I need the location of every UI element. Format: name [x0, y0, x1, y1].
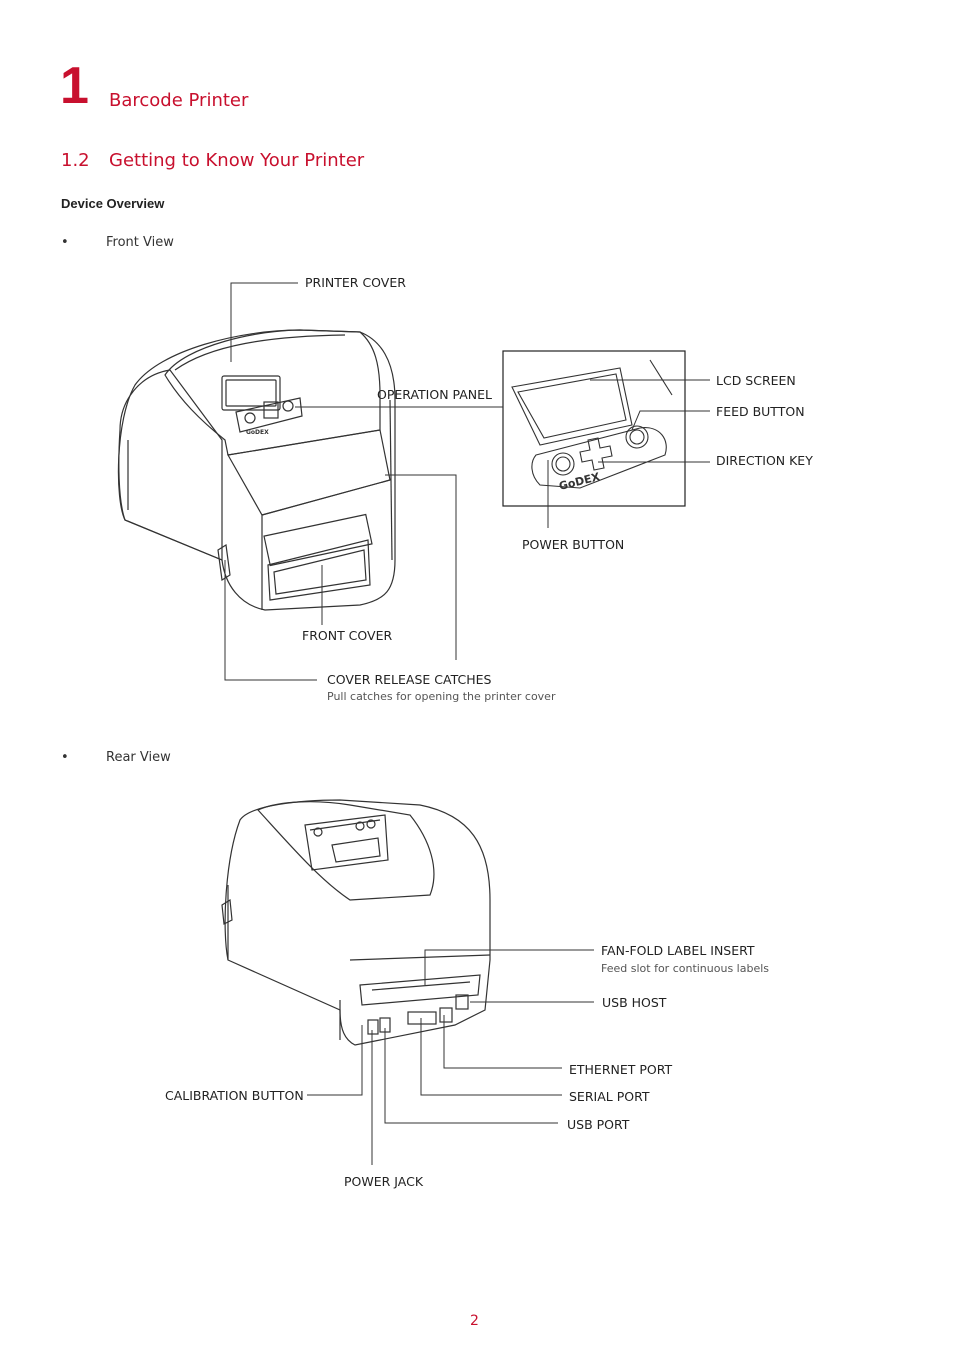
label-calibration-button: CALIBRATION BUTTON [165, 1088, 304, 1103]
section-number: 1.2 [61, 150, 90, 171]
label-operation-panel: OPERATION PANEL [377, 387, 493, 402]
section-title: Getting to Know Your Printer [109, 150, 365, 171]
bullet-front-view: Front View [106, 235, 174, 250]
front-printer-logo: GoDEX [246, 429, 269, 436]
bullet-dot: • [61, 235, 69, 250]
rear-leader-lines [307, 949, 594, 1165]
note-cover-release: Pull catches for opening the printer cov… [327, 690, 556, 703]
bullet-rear-view: Rear View [106, 750, 171, 765]
panel-logo: GoDEX [558, 470, 602, 493]
label-cover-release-catches: COVER RELEASE CATCHES [327, 672, 492, 687]
label-front-cover: FRONT COVER [302, 628, 393, 643]
label-power-jack: POWER JACK [344, 1174, 424, 1189]
label-serial-port: SERIAL PORT [569, 1089, 650, 1104]
label-feed-button: FEED BUTTON [716, 404, 805, 419]
label-fanfold-insert: FAN-FOLD LABEL INSERT [601, 943, 755, 958]
page-number: 2 [470, 1313, 479, 1329]
chapter-number: 1 [60, 57, 89, 115]
rear-printer-drawing [221, 799, 491, 1046]
label-printer-cover: PRINTER COVER [305, 275, 406, 290]
front-printer-drawing [117, 329, 396, 611]
chapter-title: Barcode Printer [109, 90, 249, 111]
label-ethernet-port: ETHERNET PORT [569, 1062, 673, 1077]
note-fanfold: Feed slot for continuous labels [601, 962, 770, 975]
label-usb-host: USB HOST [602, 995, 667, 1010]
label-direction-key: DIRECTION KEY [716, 453, 813, 468]
subheading-device-overview: Device Overview [61, 196, 165, 211]
label-power-button: POWER BUTTON [522, 537, 625, 552]
operation-panel-inset [502, 350, 686, 507]
label-lcd-screen: LCD SCREEN [716, 373, 796, 388]
front-leader-lines [224, 282, 710, 681]
bullet-dot: • [61, 750, 69, 765]
label-usb-port: USB PORT [567, 1117, 630, 1132]
